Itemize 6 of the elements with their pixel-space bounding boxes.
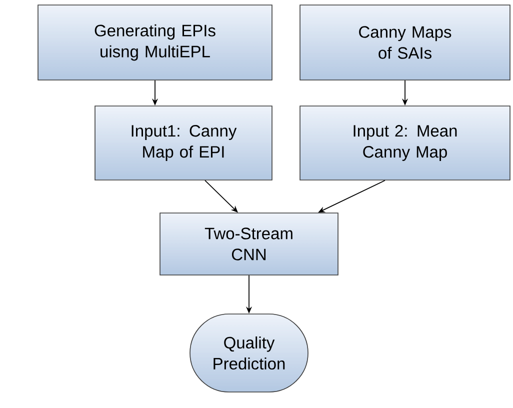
process-box: Canny Maps of SAIs [300, 4, 510, 80]
process-box: Two-Stream CNN [160, 212, 338, 276]
terminal-node: Quality Prediction [190, 314, 308, 392]
process-box: Input 2: Mean Canny Map [300, 106, 510, 180]
process-box: Input1: Canny Map of EPI [94, 106, 272, 180]
process-box: Generating EPIs uisng MultiEPL [38, 4, 272, 80]
